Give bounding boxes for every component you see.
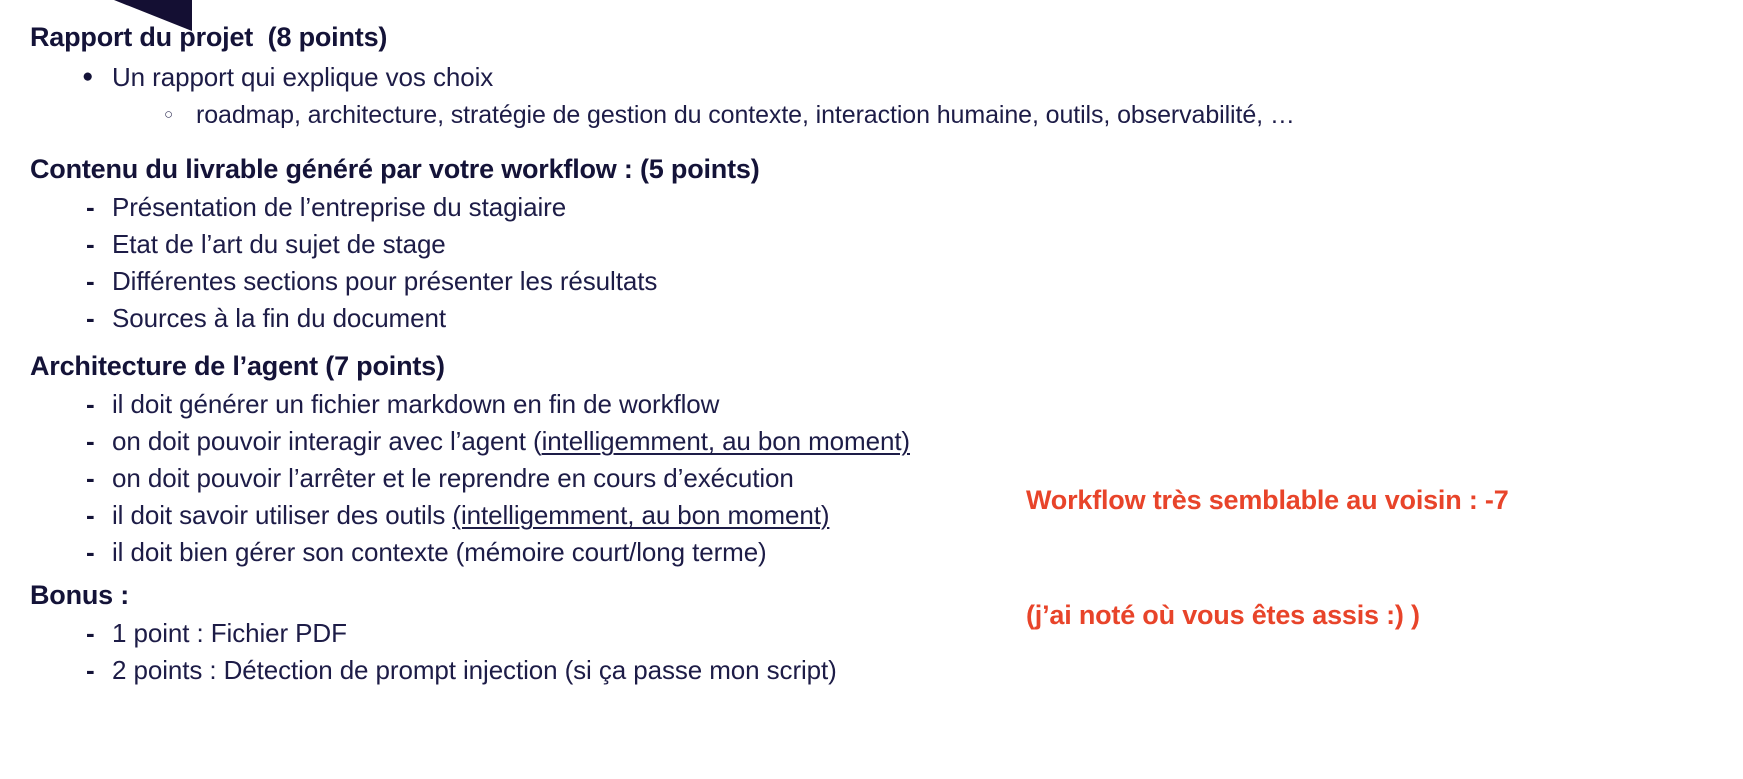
dash-marker-icon: -	[86, 618, 95, 649]
dash-marker-icon: -	[86, 389, 95, 420]
dash-marker-icon: -	[86, 536, 95, 567]
dash-marker-icon: -	[86, 426, 95, 457]
list-item: - 2 points : Détection de prompt injecti…	[30, 652, 837, 689]
annotation-line-2: (j’ai noté où vous êtes assis :) )	[1026, 599, 1420, 630]
emphasis-underlined-text: (intelligemment, au bon moment)	[452, 499, 830, 530]
emphasis-underlined-text: intelligemment, au bon moment)	[541, 426, 911, 457]
dash-marker-icon: -	[86, 499, 95, 530]
list-item-label: il doit générer un fichier markdown en f…	[112, 389, 720, 420]
list-item: - il doit bien gérer son contexte (mémoi…	[30, 534, 910, 571]
dash-marker-icon: -	[86, 266, 95, 297]
section-heading-bonus: Bonus :	[30, 580, 130, 610]
list-item: - il doit générer un fichier markdown en…	[30, 386, 910, 423]
list-item: ○ roadmap, architecture, stratégie de ge…	[30, 98, 1295, 134]
list-item-text-prefix: on doit pouvoir interagir avec l’agent (	[112, 426, 542, 457]
section-bonus: Bonus : - 1 point : Fichier PDF - 2 poin…	[30, 580, 837, 689]
list-item: - on doit pouvoir interagir avec l’agent…	[30, 423, 910, 460]
list-item: ● Un rapport qui explique vos choix	[30, 59, 1295, 96]
list-item-label: Différentes sections pour présenter les …	[112, 266, 658, 297]
list-item-label: 2 points : Détection de prompt injection…	[112, 655, 837, 686]
section-heading-rapport: Rapport du projet (8 points)	[30, 22, 388, 52]
list-item-label: Un rapport qui explique vos choix	[112, 62, 494, 93]
section-contenu: Contenu du livrable généré par votre wor…	[30, 154, 760, 337]
annotation-line-1: Workflow très semblable au voisin : -7	[1026, 484, 1509, 515]
bullet-disc-icon: ●	[82, 66, 94, 88]
section-heading-architecture: Architecture de l’agent (7 points)	[30, 351, 445, 381]
list-item-label: on doit pouvoir interagir avec l’agent (…	[112, 423, 910, 460]
list-item-label: il doit savoir utiliser des outils (inte…	[112, 497, 829, 534]
list-item-label: il doit bien gérer son contexte (mémoire…	[112, 536, 767, 567]
list-item: - il doit savoir utiliser des outils (in…	[30, 497, 910, 534]
dash-marker-icon: -	[86, 192, 95, 223]
list-item: - Sources à la fin du document	[30, 300, 760, 337]
list-item-label: roadmap, architecture, stratégie de gest…	[196, 101, 1295, 130]
dash-marker-icon: -	[86, 655, 95, 686]
bullet-circle-icon: ○	[164, 106, 174, 124]
section-heading-contenu: Contenu du livrable généré par votre wor…	[30, 154, 760, 184]
list-item-label: Etat de l’art du sujet de stage	[112, 229, 446, 260]
annotation-callout: Workflow très semblable au voisin : -7 (…	[1026, 404, 1586, 711]
list-item-label: on doit pouvoir l’arrêter et le reprendr…	[112, 463, 794, 494]
list-item: - 1 point : Fichier PDF	[30, 615, 837, 652]
list-item-label: Sources à la fin du document	[112, 302, 446, 333]
list-item-text-prefix: il doit savoir utiliser des outils	[112, 499, 453, 530]
list-item: - Etat de l’art du sujet de stage	[30, 226, 760, 263]
list-item-label: Présentation de l’entreprise du stagiair…	[112, 192, 567, 223]
corner-triangle-decoration	[114, 0, 192, 31]
list-item: - Différentes sections pour présenter le…	[30, 263, 760, 300]
section-rapport: Rapport du projet (8 points) ● Un rappor…	[30, 22, 1295, 134]
dash-marker-icon: -	[86, 302, 95, 333]
list-item: - on doit pouvoir l’arrêter et le repren…	[30, 460, 910, 497]
section-architecture: Architecture de l’agent (7 points) - il …	[30, 351, 910, 571]
dash-marker-icon: -	[86, 463, 95, 494]
list-item: - Présentation de l’entreprise du stagia…	[30, 189, 760, 226]
list-item-label: 1 point : Fichier PDF	[112, 618, 347, 649]
dash-marker-icon: -	[86, 229, 95, 260]
